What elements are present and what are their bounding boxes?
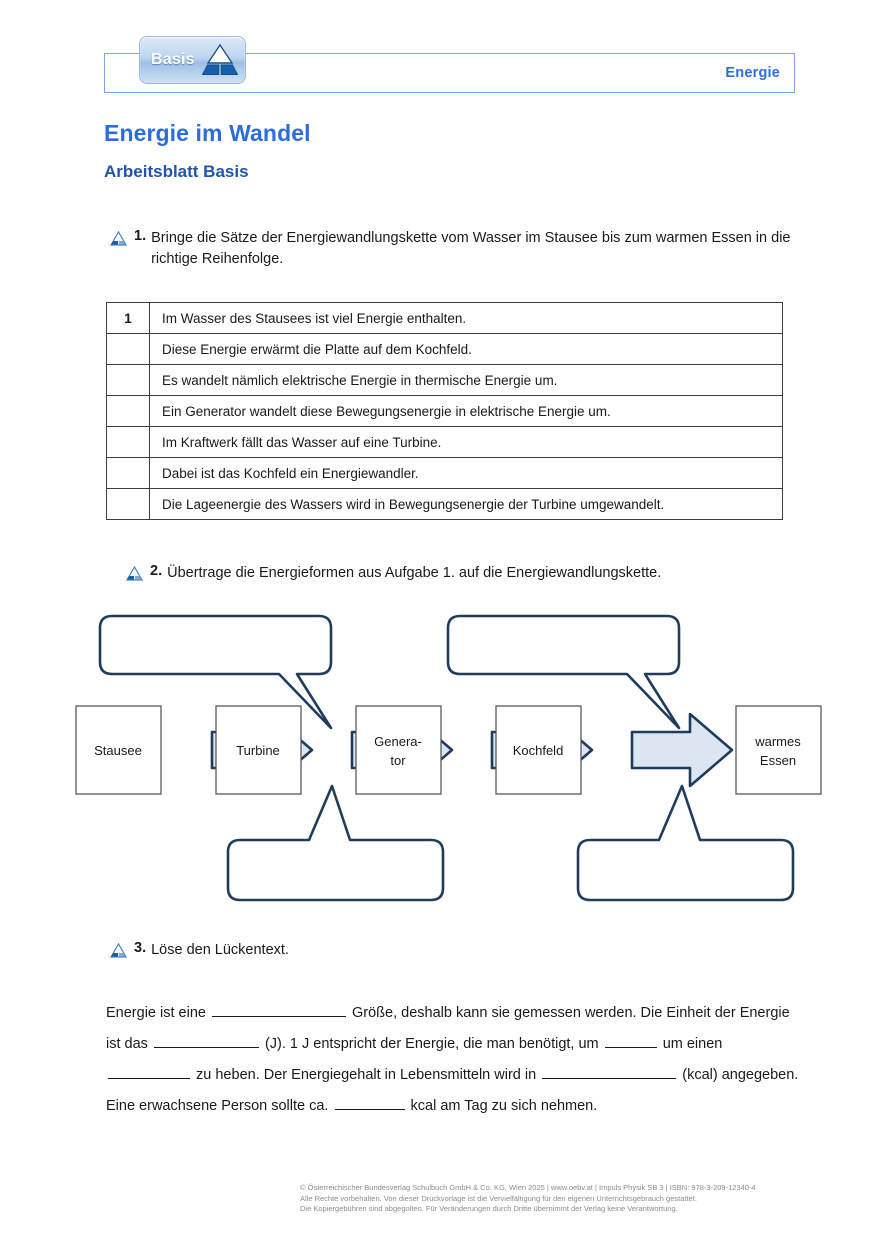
table-row[interactable]: Ein Generator wandelt diese Bewegungsene… [106,395,783,427]
triangle-bullet-icon [125,565,144,581]
row-number-input[interactable] [106,333,150,365]
node-turbine-label: Turbine [236,743,280,758]
node-turbine [215,705,302,795]
row-number-input[interactable] [106,426,150,458]
cloze-text-segment: zu heben. Der Energiegehalt in Lebensmit… [192,1067,541,1083]
cloze-blank-2[interactable] [153,1032,259,1048]
cloze-blank-4[interactable] [108,1063,190,1079]
callout-top-left[interactable] [98,614,333,730]
callout-bottom-left[interactable] [226,784,445,902]
row-sentence: Es wandelt nämlich elektrische Energie i… [149,364,783,396]
row-sentence: Im Kraftwerk fällt das Wasser auf eine T… [149,426,783,458]
sentence-order-table: 1 Im Wasser des Stausees ist viel Energi… [106,302,783,520]
task-2-number: 2. [150,563,163,579]
energy-chain-diagram: Stausee Turbine Genera- tor Kochfeld war… [75,614,822,902]
node-warmes-essen-label-line2: Essen [760,753,796,768]
row-sentence: Die Lageenergie des Wassers wird in Bewe… [149,488,783,520]
task-2-text: Übertrage die Energieformen aus Aufgabe … [167,565,662,581]
cloze-text-segment: (kcal) angegeben. Eine erwachsene Person… [106,1067,799,1114]
triangle-bullet-icon [109,230,128,246]
cloze-blank-5[interactable] [542,1063,677,1079]
cloze-text-segment: (J). 1 J entspricht der Energie, die man… [260,1036,603,1052]
footer-line-1: © Österreichischer Bundesverlag Schulbuc… [300,1183,756,1192]
row-number-input[interactable] [106,488,150,520]
row-sentence: Diese Energie erwärmt die Platte auf dem… [149,333,783,365]
pyramid-triangle-icon [199,43,241,77]
node-warmes-essen-label: warmes [754,734,801,749]
node-stausee [75,705,162,795]
task-1-number: 1. [134,228,147,244]
page-title: Energie im Wandel [104,120,311,146]
row-number-input[interactable] [106,364,150,396]
table-row[interactable]: Diese Energie erwärmt die Platte auf dem… [106,333,783,365]
node-generator-label: Genera- [374,734,422,749]
basis-badge: Basis [139,36,246,84]
callout-bottom-right[interactable] [576,784,795,902]
footer-copyright: © Österreichischer Bundesverlag Schulbuc… [300,1183,860,1215]
row-sentence: Dabei ist das Kochfeld ein Energiewandle… [149,457,783,489]
task-3-number: 3. [134,940,147,956]
cloze-text-segment: kcal am Tag zu sich nehmen. [406,1098,598,1114]
task-2-heading: 2. Übertrage die Energieformen aus Aufga… [125,563,806,584]
footer-line-3: Die Kopiergebühren sind abgegolten. Für … [300,1204,678,1213]
table-row[interactable]: Dabei ist das Kochfeld ein Energiewandle… [106,457,783,489]
row-number-input[interactable]: 1 [106,302,150,334]
node-generator-label-line2: tor [390,753,406,768]
node-warmes-essen [735,705,822,795]
triangle-bullet-icon [109,942,128,958]
row-sentence: Ein Generator wandelt diese Bewegungsene… [149,395,783,427]
page-subtitle: Arbeitsblatt Basis [104,162,249,181]
row-number-input[interactable] [106,457,150,489]
row-number-input[interactable] [106,395,150,427]
cloze-blank-6[interactable] [334,1094,405,1110]
cloze-blank-3[interactable] [604,1032,657,1048]
footer-line-2: Alle Rechte vorbehalten. Von dieser Druc… [300,1193,697,1203]
cloze-paragraph: Energie ist eine Größe, deshalb kann sie… [106,998,806,1122]
cloze-blank-1[interactable] [211,1001,346,1017]
cloze-text-segment: Größe, deshalb kann sie gemessen werden.… [106,1005,790,1052]
header-subject-label: Energie [725,65,780,81]
node-kochfeld [495,705,582,795]
row-sentence: Im Wasser des Stausees ist viel Energie … [149,302,783,334]
table-row[interactable]: Im Kraftwerk fällt das Wasser auf eine T… [106,426,783,458]
table-row[interactable]: Es wandelt nämlich elektrische Energie i… [106,364,783,396]
node-kochfeld-label: Kochfeld [513,743,564,758]
sentence-table-body: 1 Im Wasser des Stausees ist viel Energi… [106,302,783,520]
table-row[interactable]: Die Lageenergie des Wassers wird in Bewe… [106,488,783,520]
task-1-text: Bringe die Sätze der Energiewandlungsket… [151,230,791,268]
cloze-text-segment: Energie ist eine [106,1005,210,1021]
task-3-heading: 3. Löse den Lückentext. [109,940,790,961]
node-generator [355,705,442,795]
arrow-4 [630,712,734,788]
task-1-heading: 1. Bringe die Sätze der Energiewandlungs… [109,228,800,270]
cloze-text-segment: um einen [658,1036,723,1052]
task-3-text: Löse den Lückentext. [151,942,289,958]
node-stausee-label: Stausee [94,743,142,758]
table-row[interactable]: 1 Im Wasser des Stausees ist viel Energi… [106,302,783,334]
basis-badge-label: Basis [151,51,195,68]
callout-top-right[interactable] [446,614,681,730]
